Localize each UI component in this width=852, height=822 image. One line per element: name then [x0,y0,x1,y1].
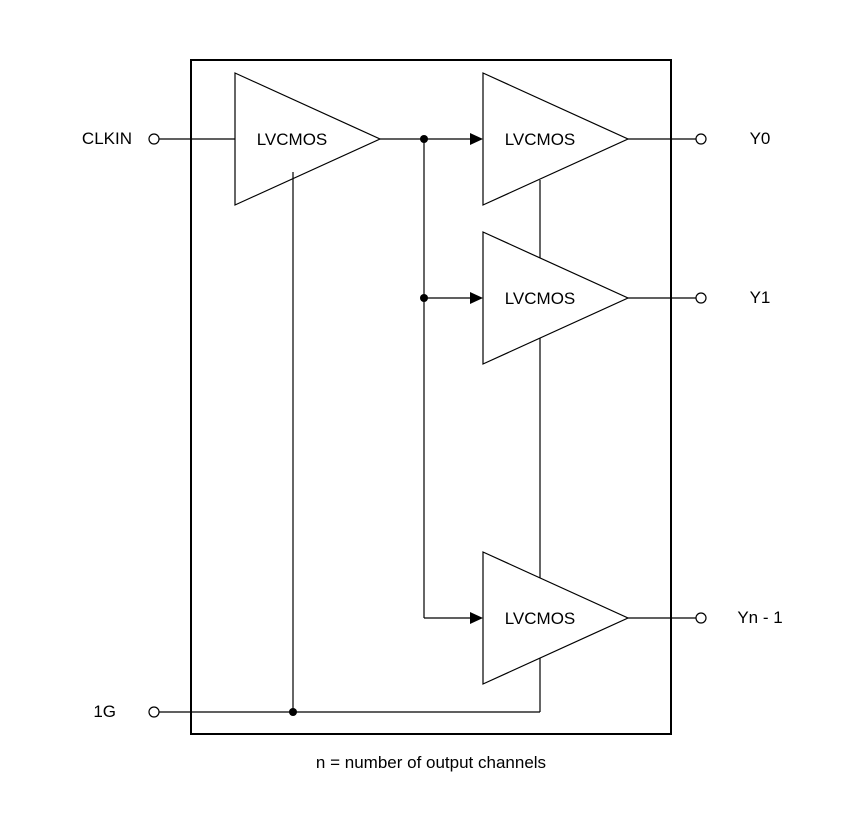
footnote: n = number of output channels [316,753,546,772]
enable-junction [289,708,297,716]
input-buffer-label: LVCMOS [257,130,328,149]
device-outline [190,59,672,735]
arrow-to-out0 [470,133,483,145]
enable-label: 1G [93,702,116,721]
arrow-to-out1 [470,292,483,304]
input-buffer [234,72,382,206]
arrow-to-outn [470,612,483,624]
clkin-pin [148,133,160,145]
yn-label: Yn - 1 [737,608,782,627]
y1-pin [695,292,707,304]
y1-label: Y1 [750,288,771,307]
output-buffer-0 [482,72,630,206]
junction-out0 [420,135,428,143]
output-buffer-n [482,551,630,685]
output-buffer-1 [482,231,630,365]
output-buffer-1-label: LVCMOS [505,289,576,308]
y0-pin [695,133,707,145]
output-buffer-n-label: LVCMOS [505,609,576,628]
yn-pin [695,612,707,624]
clkin-label: CLKIN [82,129,132,148]
output-buffer-0-label: LVCMOS [505,130,576,149]
enable-pin [148,706,160,718]
y0-label: Y0 [750,129,771,148]
